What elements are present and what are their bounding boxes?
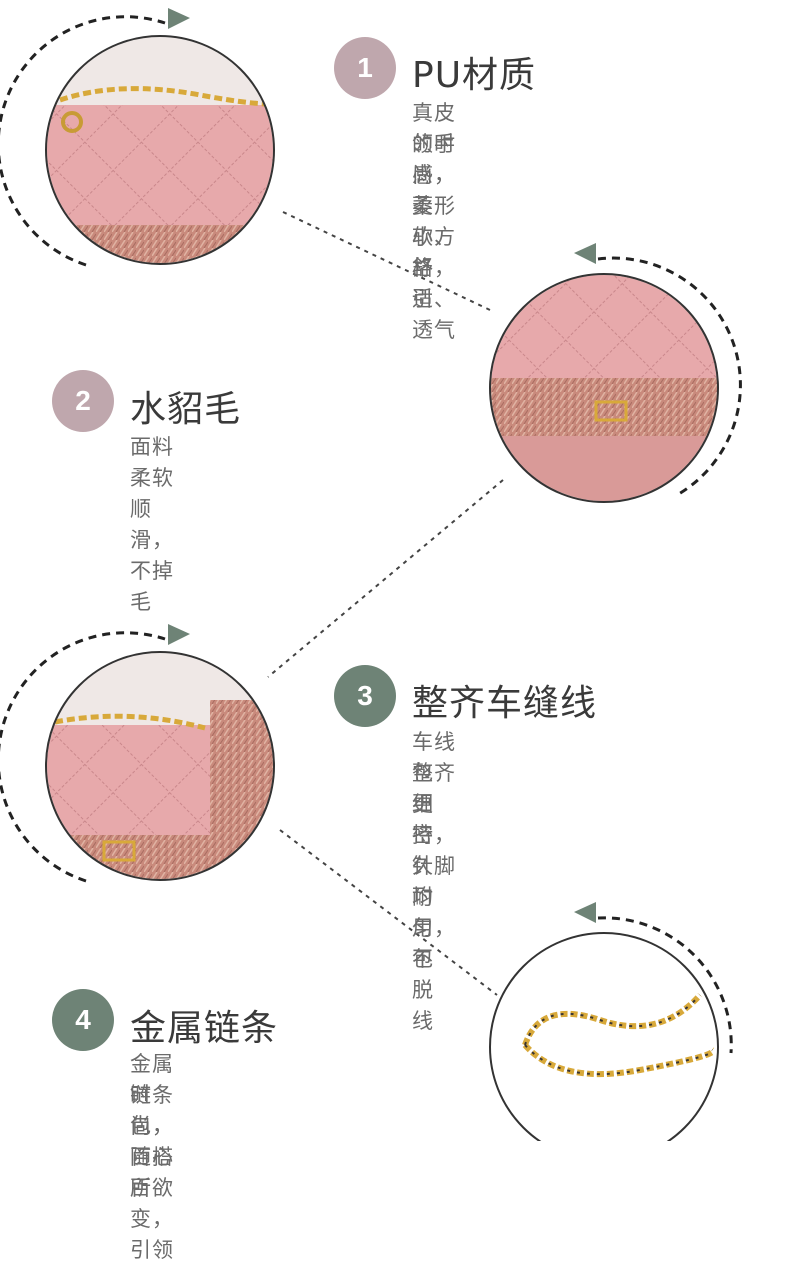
- feature-badge-4: 4: [52, 989, 114, 1051]
- feature-title-3: 整齐车缝线: [412, 683, 598, 724]
- feature-title-1: PU材质: [412, 55, 537, 96]
- feature-badge-1: 1: [334, 37, 396, 99]
- feature-desc-4b: 时尚，随心所欲: [130, 1083, 174, 1200]
- metal-chain-icon: [489, 902, 733, 1141]
- connector-1-2: [282, 211, 491, 311]
- feature-desc-3b: 包更持久耐用不脱线: [412, 761, 434, 1033]
- product-feature-page: 1 PU材质 真皮的手感，菱形小方格，引 领时尚，柔软、舒适、透气 2 水貂毛 …: [0, 8, 742, 1262]
- feature-desc-2: 面料柔软顺滑，不掉毛: [130, 435, 174, 614]
- feature-title-2: 水貂毛: [130, 389, 242, 430]
- feature-desc-1a: 真皮的手感，菱形小方格，引: [412, 101, 456, 311]
- quilted-bag-chain-icon: [0, 8, 275, 267]
- feature-illustrations: [0, 8, 742, 1141]
- feature-desc-3a: 车线整齐细密，针脚均匀，包: [412, 730, 456, 971]
- feature-badge-2: 2: [52, 370, 114, 432]
- bag-stitching-icon: [0, 624, 275, 883]
- connector-3-4: [279, 829, 498, 996]
- mink-fur-trim-icon: [489, 243, 742, 503]
- feature-badge-3: 3: [334, 665, 396, 727]
- feature-title-4: 金属链条: [130, 1008, 279, 1049]
- connector-2-3: [267, 479, 504, 678]
- feature-desc-1b: 领时尚，柔软、舒适、透气: [412, 132, 456, 342]
